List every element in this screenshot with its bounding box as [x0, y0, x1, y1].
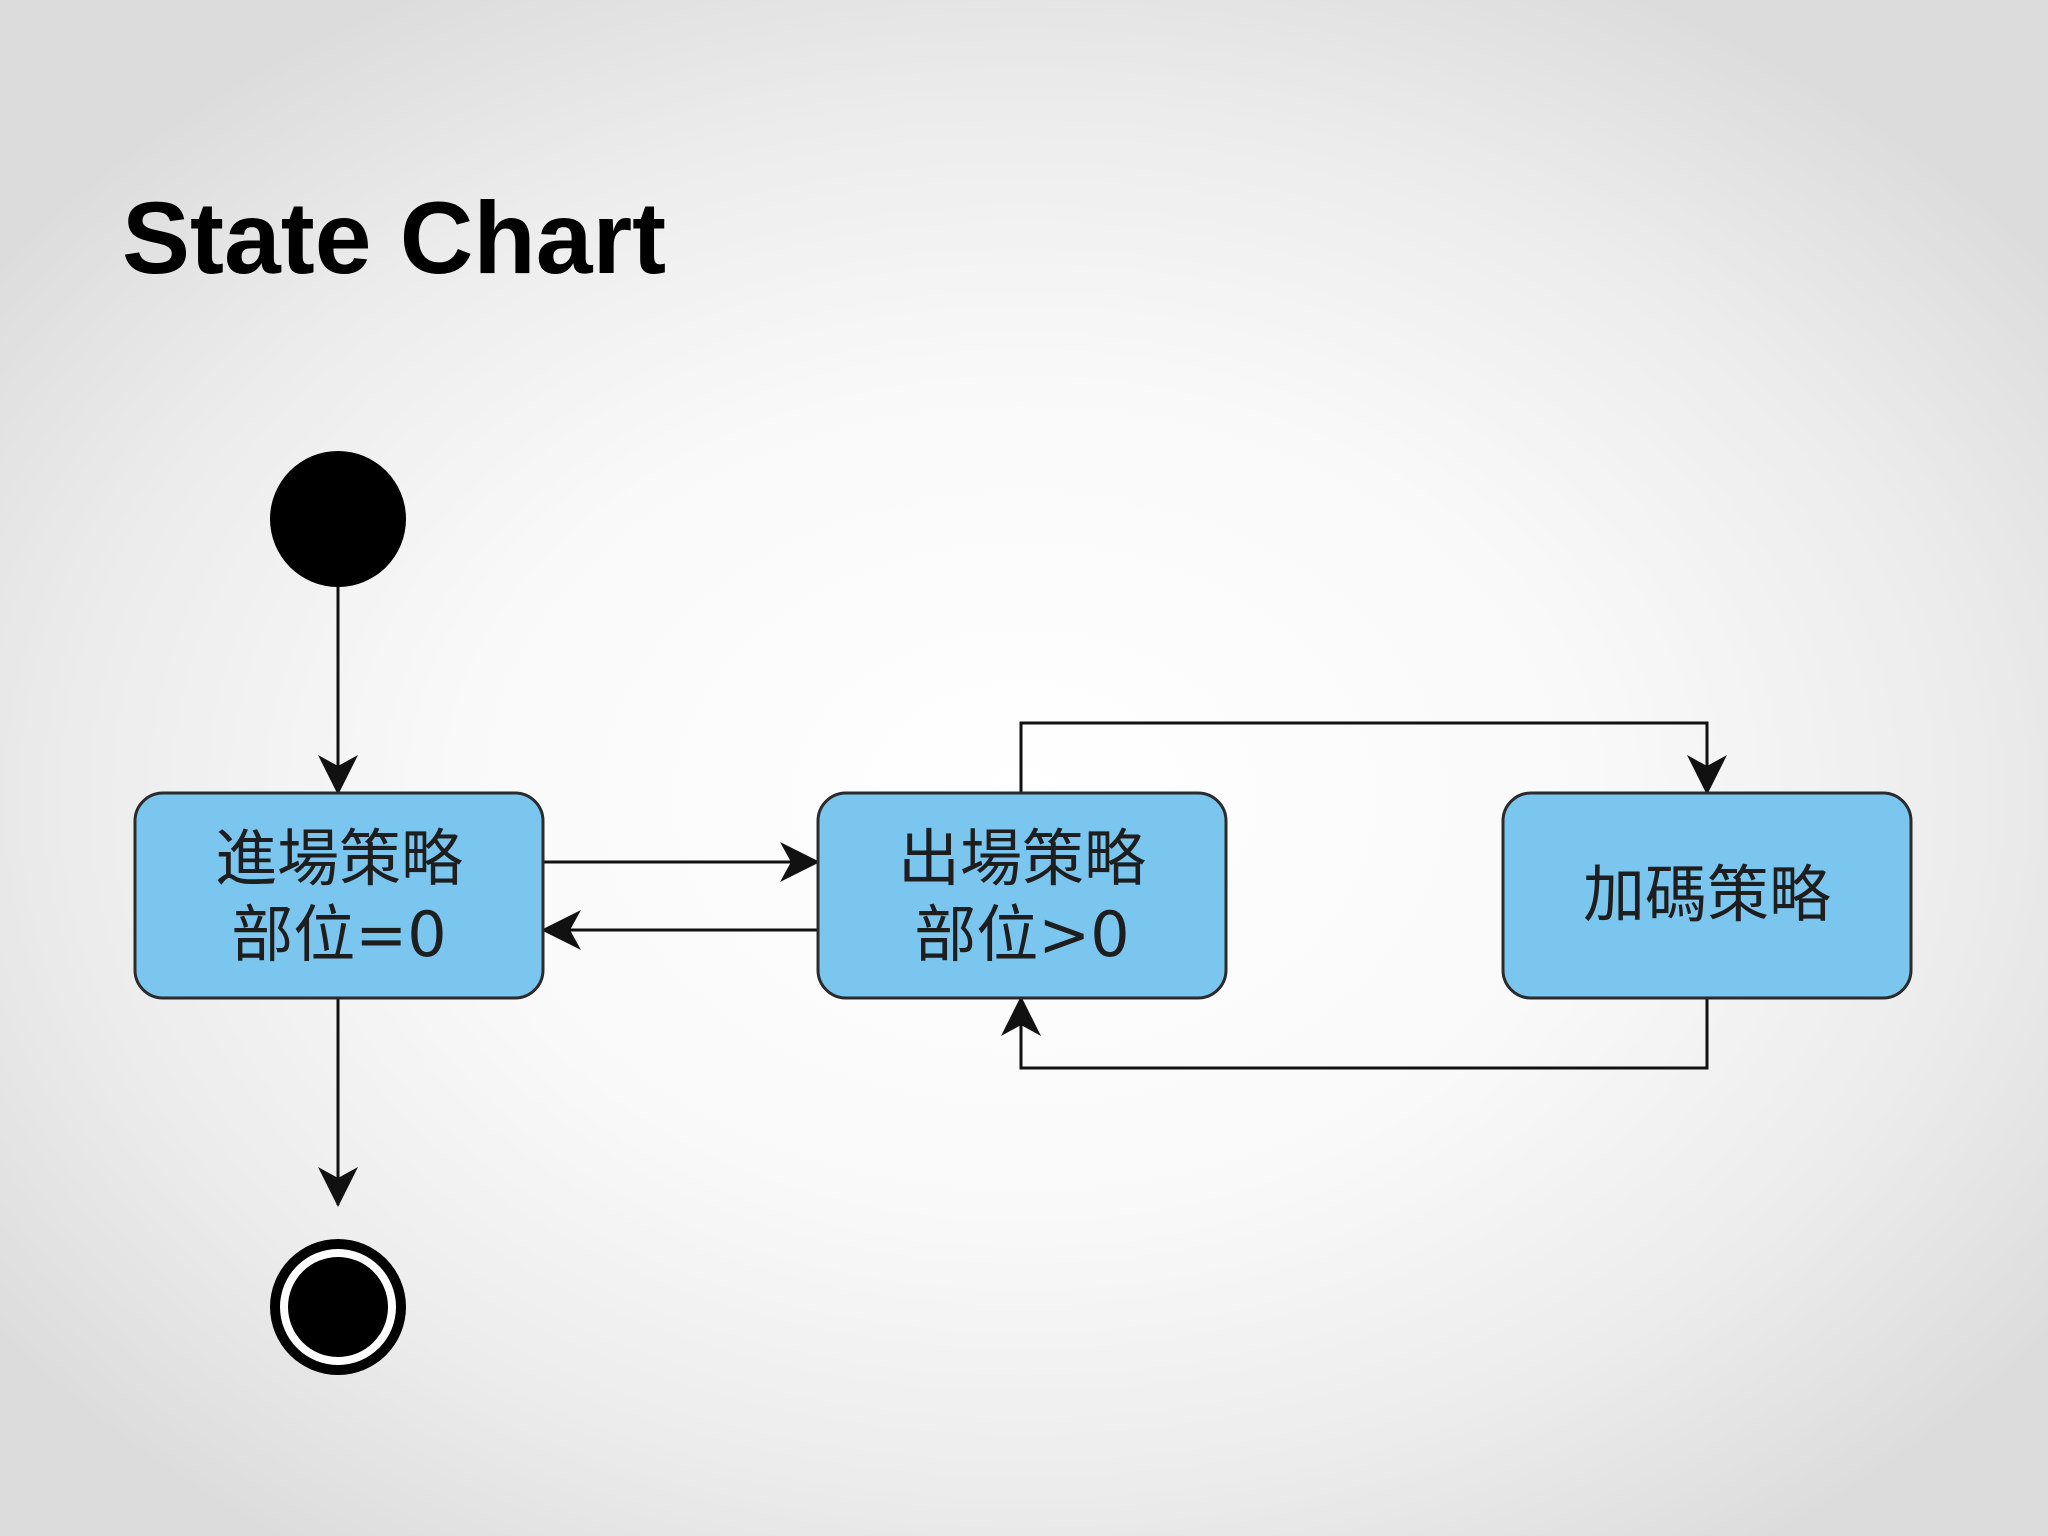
state-entry-line1: 進場策略 — [215, 822, 463, 895]
state-exit-line1: 出場策略 — [898, 822, 1146, 895]
state-exit-line2: 部位>0 — [914, 898, 1129, 971]
state-entry-line2: 部位=0 — [231, 898, 446, 971]
transition-exit-to-add — [1019, 721, 1727, 795]
transition-add-to-exit — [1001, 996, 1709, 1070]
initial-node — [270, 451, 406, 587]
slide-title: State Chart — [122, 181, 667, 295]
state-exit[interactable]: 出場策略 部位>0 — [816, 791, 1228, 1000]
final-node — [270, 1239, 406, 1375]
state-entry[interactable]: 進場策略 部位=0 — [133, 791, 545, 1000]
state-add-line1: 加碼策略 — [1583, 858, 1831, 931]
state-add[interactable]: 加碼策略 — [1501, 791, 1913, 1000]
